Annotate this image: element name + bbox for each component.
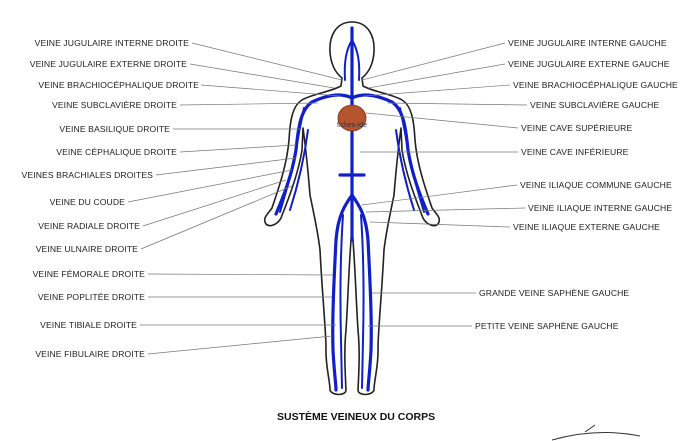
label-veine-du-coude: VEINE DU COUDE xyxy=(50,197,126,207)
label-jugulaire-externe-gauche: VEINE JUGULAIRE EXTERNE GAUCHE xyxy=(508,59,670,69)
label-femorale-droite: VEINE FÉMORALE DROITE xyxy=(33,269,146,279)
label-subclaviere-droite: VEINE SUBCLAVIÈRE DROITE xyxy=(52,100,177,110)
label-tibiale-droite: VEINE TIBIALE DROITE xyxy=(40,320,137,330)
label-brachiocephalique-gauche: VEINE BRACHIOCÉPHALIQUE GAUCHE xyxy=(513,80,678,90)
heart-watermark: fiches-ide xyxy=(337,122,367,129)
heart xyxy=(337,104,367,132)
diagram-title: SUSTÈME VEINEUX DU CORPS xyxy=(277,410,435,423)
label-cephalique-droite: VEINE CÉPHALIQUE DROITE xyxy=(56,147,177,157)
label-fibulaire-droite: VEINE FIBULAIRE DROITE xyxy=(35,349,145,359)
label-grande-saphene-gauche: GRANDE VEINE SAPHÈNE GAUCHE xyxy=(479,288,629,298)
left-labels: VEINE JUGULAIRE INTERNE DROITE VEINE JUG… xyxy=(22,38,200,359)
label-subclaviere-gauche: VEINE SUBCLAVIÈRE GAUCHE xyxy=(530,100,659,110)
label-jugulaire-externe-droite: VEINE JUGULAIRE EXTERNE DROITE xyxy=(30,59,187,69)
label-cave-inferieure: VEINE CAVE INFÉRIEURE xyxy=(521,147,629,157)
label-petite-saphene-gauche: PETITE VEINE SAPHÈNE GAUCHE xyxy=(475,321,619,331)
right-labels: VEINE JUGULAIRE INTERNE GAUCHE VEINE JUG… xyxy=(475,38,678,331)
label-brachiocephalique-droite: VEINE BRACHIOCÉPHALIQUE DROITE xyxy=(38,80,199,90)
label-brachiales-droites: VEINES BRACHIALES DROITES xyxy=(22,170,154,180)
label-poplitee-droite: VEINE POPLITÉE DROITE xyxy=(38,292,145,302)
label-basilique-droite: VEINE BASILIQUE DROITE xyxy=(59,124,170,134)
label-jugulaire-interne-droite: VEINE JUGULAIRE INTERNE DROITE xyxy=(35,38,190,48)
label-iliaque-commune-gauche: VEINE ILIAQUE COMMUNE GAUCHE xyxy=(520,180,672,190)
right-leader-lines xyxy=(360,42,528,327)
label-ulnaire-droite: VEINE ULNAIRE DROITE xyxy=(36,244,138,254)
label-cave-superieure: VEINE CAVE SUPÉRIEURE xyxy=(521,123,632,133)
signature xyxy=(551,424,641,441)
left-leader-lines xyxy=(127,42,343,355)
label-jugulaire-interne-gauche: VEINE JUGULAIRE INTERNE GAUCHE xyxy=(508,38,667,48)
label-iliaque-interne-gauche: VEINE ILIAQUE INTERNE GAUCHE xyxy=(528,203,672,213)
label-iliaque-externe-gauche: VEINE ILIAQUE EXTERNE GAUCHE xyxy=(513,222,660,232)
label-radiale-droite: VEINE RADIALE DROITE xyxy=(38,221,140,231)
